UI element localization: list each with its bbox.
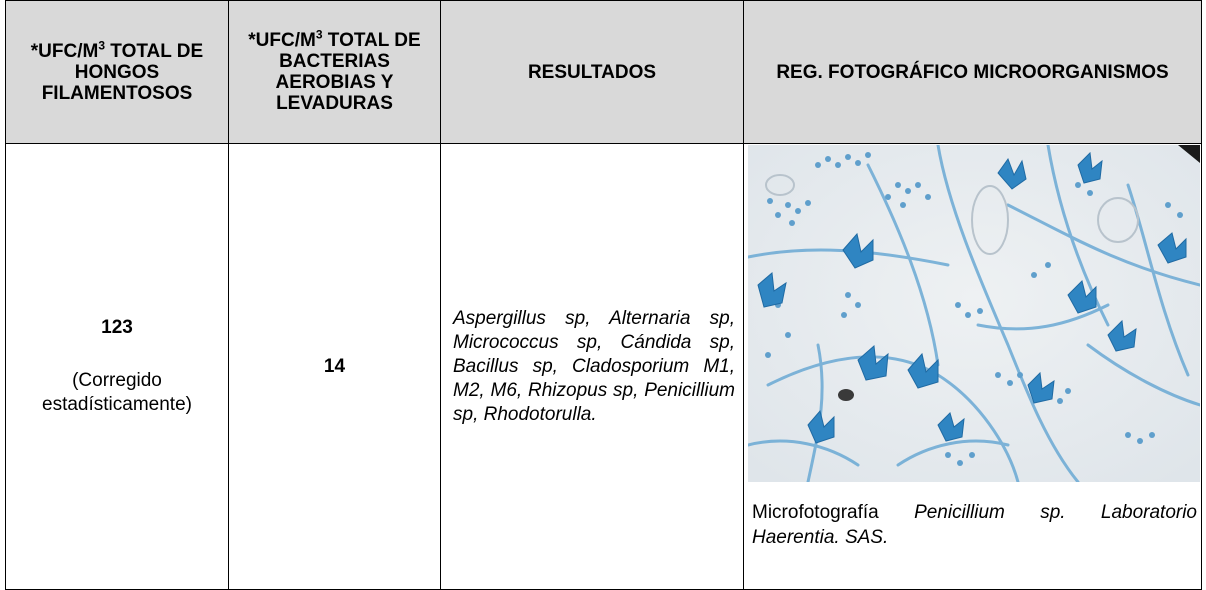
data-row: 123 (Corregido estadísticamente) 14 Aspe… (5, 143, 1202, 590)
fungi-count: 123 (101, 316, 133, 338)
results-list: Aspergillus sp, Alternaria sp, Micrococc… (453, 307, 735, 425)
penicillium-micrograph (748, 145, 1200, 482)
header-row: *UFC/M3 TOTAL DE HONGOS FILAMENTOSOS *UF… (5, 0, 1202, 144)
caption-text: Microfotografía (752, 502, 915, 523)
photo-cell: Microfotografía Penicillium sp. Laborato… (743, 143, 1202, 590)
header-bacteria-unit: *UFC/M (248, 30, 316, 51)
header-bacteria-superscript: 3 (315, 27, 323, 42)
results-cell: Aspergillus sp, Alternaria sp, Micrococc… (440, 143, 744, 590)
bacteria-cell: 14 (228, 143, 441, 590)
header-fungi-label: TOTAL DE HONGOS FILAMENTOSOS (41, 40, 204, 104)
caption-italic-text: Penicillium sp. Laboratorio Haerentia. S… (752, 502, 1197, 548)
header-fungi-unit: *UFC/M (30, 40, 99, 62)
header-bacteria-label: TOTAL DE BACTERIAS AEROBIAS Y LEVADURAS (275, 30, 421, 114)
bacteria-count: 14 (323, 355, 346, 377)
header-photo-record: REG. FOTOGRÁFICO MICROORGANISMOS (743, 0, 1202, 144)
fungi-cell: 123 (Corregido estadísticamente) (5, 143, 229, 590)
photo-caption: Microfotografía Penicillium sp. Laborato… (744, 482, 1201, 550)
header-results: RESULTADOS (440, 0, 744, 144)
header-fungi-superscript: 3 (98, 38, 106, 53)
results-table: *UFC/M3 TOTAL DE HONGOS FILAMENTOSOS *UF… (5, 0, 1202, 590)
header-fungi-total: *UFC/M3 TOTAL DE HONGOS FILAMENTOSOS (5, 0, 229, 144)
fungi-note: (Corregido estadísticamente) (42, 369, 192, 415)
header-bacteria-total: *UFC/M3 TOTAL DE BACTERIAS AEROBIAS Y LE… (228, 0, 441, 144)
